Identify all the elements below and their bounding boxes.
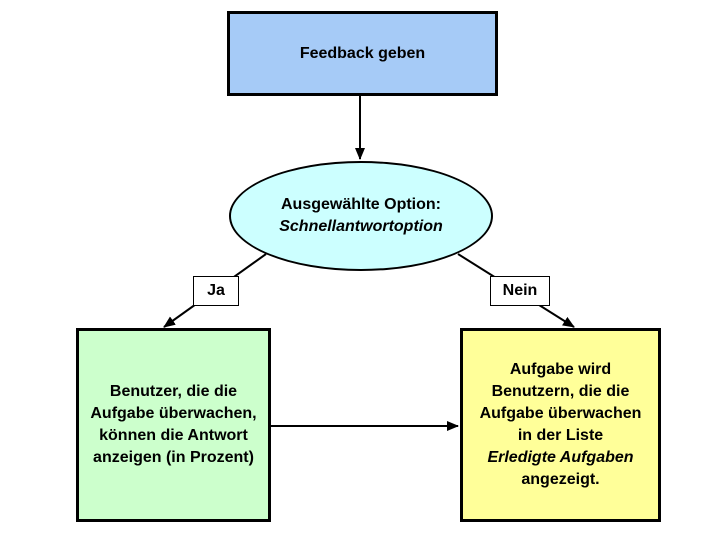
monitor-view-line-1: Benutzer, die die [109,383,238,400]
decision-option: Schnellantwortoption [279,218,443,235]
monitor-view-line-4: anzeigen (in Prozent) [93,449,254,466]
feedback-box-label: Feedback geben [299,44,426,62]
completed-tasks-line-1: Aufgabe wird [509,361,612,378]
monitor-view-box: Benutzer, die die Aufgabe überwachen, kö… [76,328,271,522]
no-label: Nein [490,276,550,306]
decision-label: Ausgewählte Option: [281,196,441,213]
completed-tasks-line-2: Benutzern, die die [491,383,630,400]
monitor-view-line-2: Aufgabe überwachen, [90,405,257,422]
yes-label: Ja [193,276,239,306]
monitor-view-line-3: können die Antwort [99,427,248,444]
no-label-text: Nein [502,282,538,299]
feedback-box: Feedback geben [227,11,498,96]
yes-label-text: Ja [207,282,225,299]
completed-tasks-line-6: angezeigt. [521,471,600,488]
completed-tasks-line-4: in der Liste [517,427,604,444]
completed-tasks-box: Aufgabe wird Benutzern, die die Aufgabe … [460,328,661,522]
decision-ellipse: Ausgewählte Option: Schnellantwortoption [229,161,493,271]
completed-tasks-line-3: Aufgabe überwachen [479,405,642,422]
completed-tasks-list-name: Erledigte Aufgaben [487,449,634,466]
